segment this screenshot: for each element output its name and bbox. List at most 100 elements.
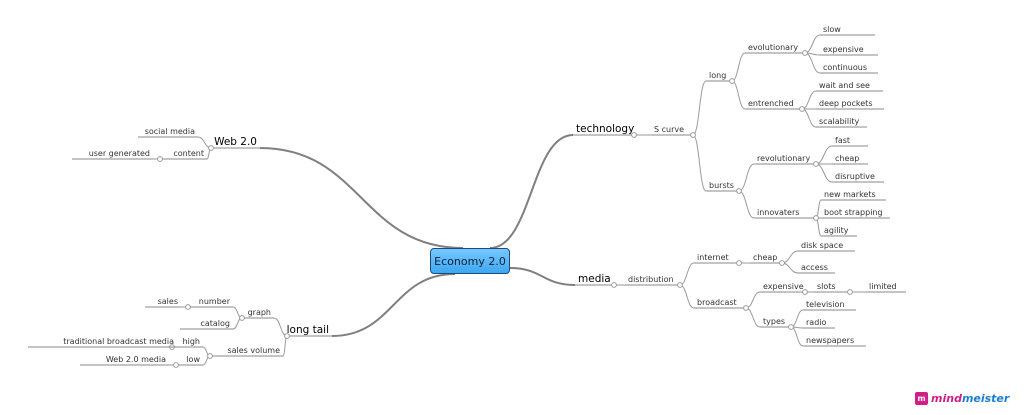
topic-cheap[interactable]: cheap bbox=[750, 253, 785, 266]
topic-newspapers[interactable]: newspapers bbox=[803, 336, 866, 347]
topic-sales-volume-expand-toggle[interactable] bbox=[207, 353, 213, 359]
topic-distribution-label: distribution bbox=[628, 275, 674, 284]
topic-entrenched-expand-toggle[interactable] bbox=[799, 106, 805, 112]
topic-cheap[interactable]: cheap bbox=[832, 154, 868, 165]
topic-fast-label: fast bbox=[835, 136, 850, 145]
logo-text-mind: mind bbox=[931, 391, 962, 405]
topic-long-expand-toggle[interactable] bbox=[729, 78, 735, 84]
branch-web-2-0[interactable]: Web 2.0 bbox=[208, 136, 260, 151]
topic-wait-and-see[interactable]: wait and see bbox=[816, 81, 883, 92]
topic-graph-label: graph bbox=[248, 308, 271, 317]
topic-bursts-expand-toggle[interactable] bbox=[736, 188, 742, 194]
topic-slots-expand-toggle[interactable] bbox=[847, 289, 853, 295]
topic-revolutionary-label: revolutionary bbox=[757, 154, 810, 163]
topic-graph[interactable]: graph bbox=[239, 308, 274, 321]
topic-new-markets[interactable]: new markets bbox=[821, 190, 886, 201]
topic-scalability-connector bbox=[801, 108, 817, 128]
topic-agility[interactable]: agility bbox=[821, 226, 857, 237]
topic-number-expand-toggle[interactable] bbox=[185, 304, 191, 310]
branch-long-tail-expand-toggle[interactable] bbox=[284, 333, 290, 339]
branch-media[interactable]: media bbox=[575, 273, 617, 288]
topic-long[interactable]: long bbox=[706, 71, 735, 84]
topic-content[interactable]: content bbox=[157, 149, 207, 162]
branch-technology-expand-toggle[interactable] bbox=[631, 132, 637, 138]
topic-slow-label: slow bbox=[823, 25, 841, 34]
branch-media-expand-toggle[interactable] bbox=[611, 282, 617, 288]
topic-number[interactable]: number bbox=[185, 297, 233, 310]
topic-social-media[interactable]: social media bbox=[138, 127, 198, 138]
topic-broadcast[interactable]: broadcast bbox=[694, 298, 749, 311]
topic-deep-pockets[interactable]: deep pockets bbox=[816, 99, 884, 110]
topic-types[interactable]: types bbox=[760, 317, 794, 330]
topic-expensive[interactable]: expensive bbox=[760, 282, 808, 295]
topic-cheap-label: cheap bbox=[753, 253, 777, 262]
topic-slots[interactable]: slots bbox=[814, 282, 853, 295]
central-topic[interactable]: Economy 2.0 bbox=[430, 248, 510, 274]
topic-types-expand-toggle[interactable] bbox=[788, 324, 794, 330]
topic-disruptive[interactable]: disruptive bbox=[832, 172, 884, 183]
topic-high[interactable]: high bbox=[169, 337, 203, 350]
topic-internet-expand-toggle[interactable] bbox=[736, 260, 742, 266]
topic-innovaters[interactable]: innovaters bbox=[754, 208, 819, 221]
topic-distribution[interactable]: distribution bbox=[625, 275, 683, 288]
topic-sales-volume[interactable]: sales volume bbox=[207, 346, 283, 359]
topic-internet[interactable]: internet bbox=[694, 253, 742, 266]
topic-access[interactable]: access bbox=[798, 263, 835, 274]
topic-cheap-expand-toggle[interactable] bbox=[779, 260, 785, 266]
topic-layer: technology S curve long evolutionary slow exp… bbox=[28, 25, 906, 368]
topic-long-label: long bbox=[709, 71, 726, 80]
topic-fast-connector bbox=[815, 145, 833, 165]
topic-entrenched-connector bbox=[731, 80, 746, 110]
topic-television-connector bbox=[790, 309, 804, 328]
topic-s-curve-expand-toggle[interactable] bbox=[690, 132, 696, 138]
topic-wait-and-see-connector bbox=[801, 90, 817, 110]
topic-low-expand-toggle[interactable] bbox=[173, 362, 179, 368]
topic-cheap-label: cheap bbox=[835, 154, 859, 163]
branch-web-2-0-expand-toggle[interactable] bbox=[208, 145, 214, 151]
topic-user-generated[interactable]: user generated bbox=[72, 149, 153, 160]
branch-technology-label: technology bbox=[576, 123, 634, 135]
topic-social-media-label: social media bbox=[145, 127, 195, 136]
topic-entrenched[interactable]: entrenched bbox=[745, 99, 805, 112]
topic-catalog-label: catalog bbox=[200, 319, 230, 328]
topic-traditional-broadcast-media[interactable]: traditional broadcast media bbox=[28, 337, 177, 348]
topic-boot-strapping[interactable]: boot strapping bbox=[821, 208, 890, 219]
topic-slow[interactable]: slow bbox=[820, 25, 875, 36]
topic-revolutionary-expand-toggle[interactable] bbox=[813, 161, 819, 167]
topic-content-expand-toggle[interactable] bbox=[157, 156, 163, 162]
topic-disk-space-connector bbox=[781, 250, 799, 264]
topic-internet-connector bbox=[679, 262, 695, 286]
branch-long-tail[interactable]: long tail bbox=[284, 324, 332, 339]
topic-revolutionary[interactable]: revolutionary bbox=[754, 154, 819, 167]
branch-web-2-0-connector bbox=[259, 147, 464, 249]
topic-low[interactable]: low bbox=[173, 355, 203, 368]
topic-limited[interactable]: limited bbox=[866, 282, 906, 293]
topic-scalability[interactable]: scalability bbox=[816, 117, 867, 128]
topic-broadcast-expand-toggle[interactable] bbox=[743, 305, 749, 311]
topic-innovaters-label: innovaters bbox=[757, 208, 799, 217]
topic-expensive[interactable]: expensive bbox=[820, 45, 878, 56]
topic-s-curve[interactable]: S curve bbox=[651, 125, 696, 138]
topic-evolutionary-expand-toggle[interactable] bbox=[802, 50, 808, 56]
topic-content-label: content bbox=[173, 149, 204, 158]
topic-catalog[interactable]: catalog bbox=[180, 319, 233, 330]
topic-bursts-label: bursts bbox=[709, 181, 734, 190]
topic-innovaters-expand-toggle[interactable] bbox=[813, 215, 819, 221]
topic-television[interactable]: television bbox=[803, 300, 856, 311]
topic-distribution-expand-toggle[interactable] bbox=[677, 282, 683, 288]
topic-radio-label: radio bbox=[806, 318, 826, 327]
topic-bursts[interactable]: bursts bbox=[706, 181, 742, 194]
topic-continuous[interactable]: continuous bbox=[820, 63, 878, 74]
branch-technology[interactable]: technology bbox=[573, 123, 637, 138]
topic-new-markets-label: new markets bbox=[824, 190, 876, 199]
topic-sales[interactable]: sales bbox=[145, 297, 181, 308]
topic-expensive-expand-toggle[interactable] bbox=[802, 289, 808, 295]
topic-disk-space[interactable]: disk space bbox=[798, 241, 855, 252]
topic-radio[interactable]: radio bbox=[803, 318, 835, 329]
topic-types-label: types bbox=[763, 317, 785, 326]
topic-evolutionary[interactable]: evolutionary bbox=[745, 43, 808, 56]
topic-web-2-0-media[interactable]: Web 2.0 media bbox=[80, 355, 169, 366]
topic-graph-expand-toggle[interactable] bbox=[239, 315, 245, 321]
topic-fast[interactable]: fast bbox=[832, 136, 868, 147]
